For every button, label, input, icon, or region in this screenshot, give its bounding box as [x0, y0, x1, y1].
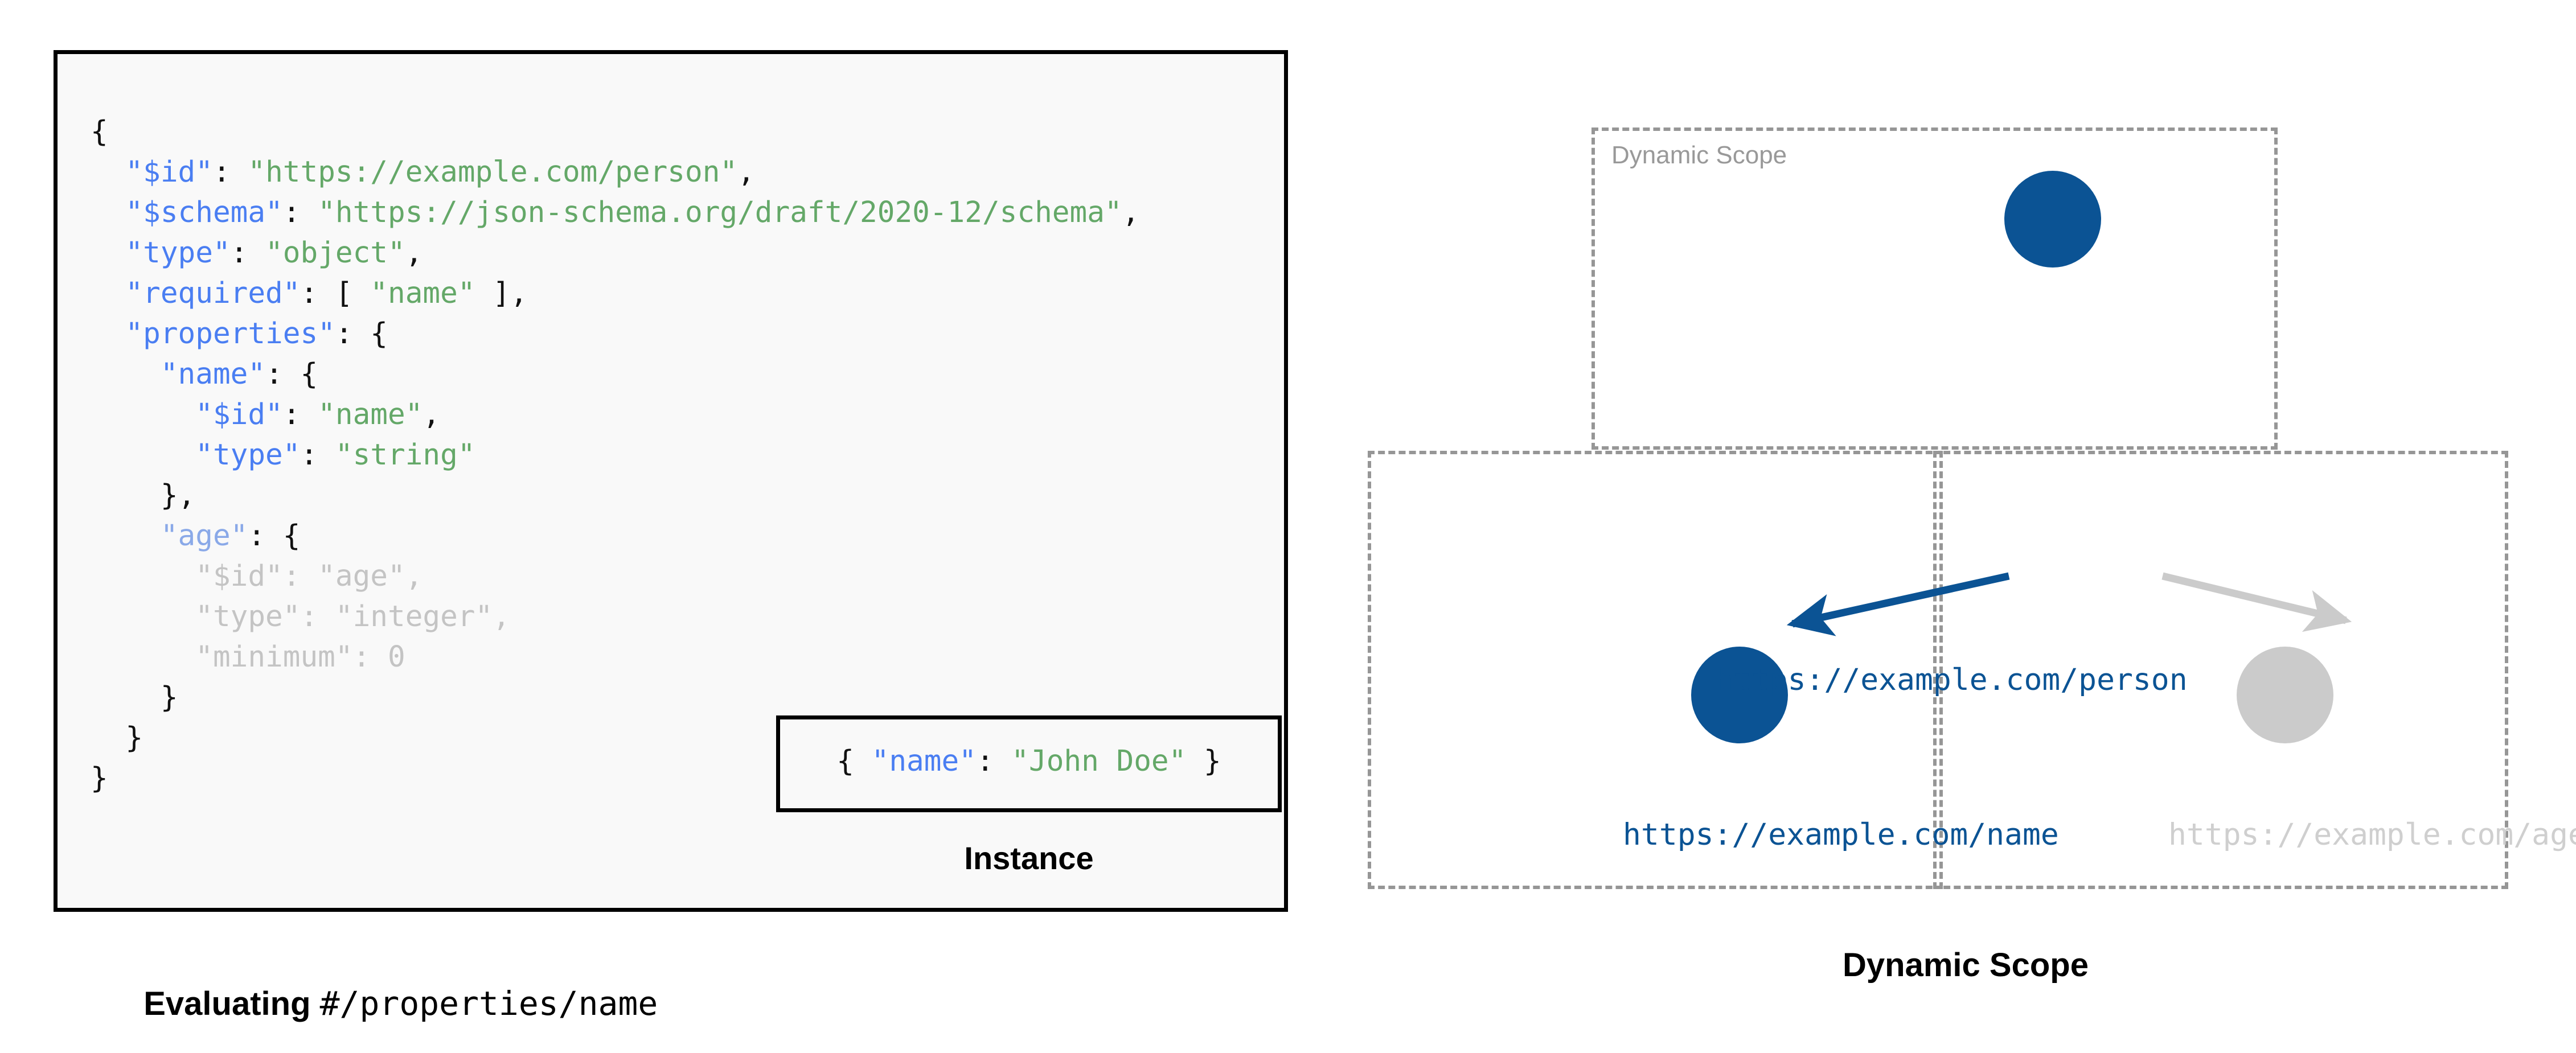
node-url-name: https://example.com/name [1623, 817, 2059, 852]
node-url-age: https://example.com/age [2168, 817, 2576, 852]
scope-box-name [1368, 451, 1943, 889]
node-circle-name [1691, 647, 1788, 743]
instance-box: { "name": "John Doe" } [776, 715, 1282, 812]
evaluating-caption: Evaluating #/properties/name [125, 946, 658, 1023]
node-url-person: https://example.com/person [1715, 663, 2188, 697]
dynamic-scope-caption: Dynamic Scope [1843, 947, 2089, 984]
schema-json-code: { "$id": "https://example.com/person", "… [91, 115, 1140, 795]
instance-json-code: { "name": "John Doe" } [836, 744, 1221, 778]
evaluating-caption-bold: Evaluating [143, 985, 320, 1022]
schema-code-panel: { "$id": "https://example.com/person", "… [54, 50, 1288, 912]
dynamic-scope-diagram: Dynamic Scope https://example.com/person… [1355, 0, 2576, 1053]
scope-box-person [1591, 127, 2278, 450]
node-circle-person [2004, 171, 2101, 268]
node-circle-age [2237, 647, 2333, 743]
evaluating-caption-pointer: #/properties/name [319, 984, 658, 1023]
scope-box-age [1933, 451, 2508, 889]
instance-caption: Instance [964, 840, 1094, 876]
scope-box-label: Dynamic Scope [1611, 141, 1787, 169]
